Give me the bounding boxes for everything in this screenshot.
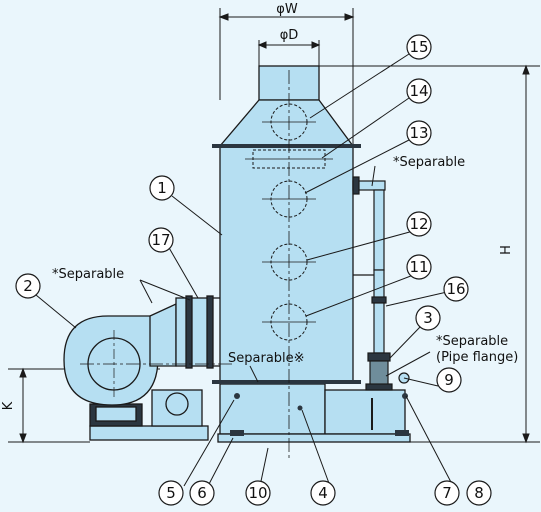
svg-text:3: 3 bbox=[423, 309, 433, 327]
note-separable-fan: *Separable bbox=[52, 267, 124, 282]
callout-15: 15 bbox=[406, 34, 432, 60]
callout-4: 4 bbox=[310, 480, 336, 506]
flanges bbox=[212, 144, 361, 384]
dim-h-label: H bbox=[499, 245, 514, 255]
callout-10: 10 bbox=[245, 480, 271, 506]
svg-text:4: 4 bbox=[318, 484, 328, 502]
svg-text:1: 1 bbox=[157, 179, 167, 197]
callout-11: 11 bbox=[406, 254, 432, 280]
callout-3: 3 bbox=[415, 305, 441, 331]
callout-5: 5 bbox=[158, 480, 184, 506]
note-separable-pipe-2: (Pipe flange) bbox=[436, 350, 518, 365]
callout-6: 6 bbox=[189, 480, 215, 506]
callout-2: 2 bbox=[15, 273, 41, 299]
circulation-pump bbox=[365, 360, 410, 430]
note-separable-top: *Separable bbox=[393, 155, 465, 170]
callout-12: 12 bbox=[406, 211, 432, 237]
base-plate bbox=[217, 433, 411, 443]
callout-17: 17 bbox=[148, 227, 174, 253]
fan-base bbox=[89, 425, 209, 441]
note-separable-pipe-1: *Separable bbox=[436, 334, 508, 349]
callout-13: 13 bbox=[406, 120, 432, 146]
svg-text:16: 16 bbox=[446, 280, 465, 298]
svg-text:6: 6 bbox=[197, 484, 207, 502]
pump-tank bbox=[324, 389, 406, 435]
note-separable-mid: Separable※ bbox=[228, 351, 305, 366]
svg-text:15: 15 bbox=[409, 38, 428, 56]
svg-text:9: 9 bbox=[444, 371, 454, 389]
dim-phi-w-label: φW bbox=[276, 2, 298, 17]
exhaust-fan bbox=[63, 295, 220, 441]
fan-transition-duct bbox=[149, 302, 177, 367]
callout-7: 7 bbox=[434, 480, 460, 506]
sump-tank bbox=[219, 383, 326, 435]
leader-lines bbox=[35, 53, 454, 487]
callout-8: 8 bbox=[466, 480, 492, 506]
svg-text:14: 14 bbox=[409, 82, 428, 100]
svg-text:11: 11 bbox=[409, 258, 428, 276]
callout-1: 1 bbox=[149, 175, 175, 201]
inlet-duct bbox=[175, 297, 211, 367]
anchor-bolts bbox=[230, 393, 409, 436]
svg-text:5: 5 bbox=[166, 484, 176, 502]
callout-14: 14 bbox=[406, 78, 432, 104]
svg-text:13: 13 bbox=[409, 124, 428, 142]
svg-text:12: 12 bbox=[409, 215, 428, 233]
svg-text:8: 8 bbox=[474, 484, 484, 502]
recirculation-pipe bbox=[352, 176, 391, 362]
svg-text:10: 10 bbox=[248, 484, 267, 502]
dim-k-label: K bbox=[1, 401, 16, 410]
svg-text:17: 17 bbox=[151, 231, 170, 249]
top-cone bbox=[218, 99, 355, 147]
svg-text:7: 7 bbox=[442, 484, 452, 502]
callout-16: 16 bbox=[443, 276, 469, 302]
svg-text:2: 2 bbox=[23, 277, 33, 295]
fan-housing bbox=[63, 315, 159, 406]
callout-9: 9 bbox=[436, 367, 462, 393]
dim-phi-d-label: φD bbox=[280, 28, 299, 43]
